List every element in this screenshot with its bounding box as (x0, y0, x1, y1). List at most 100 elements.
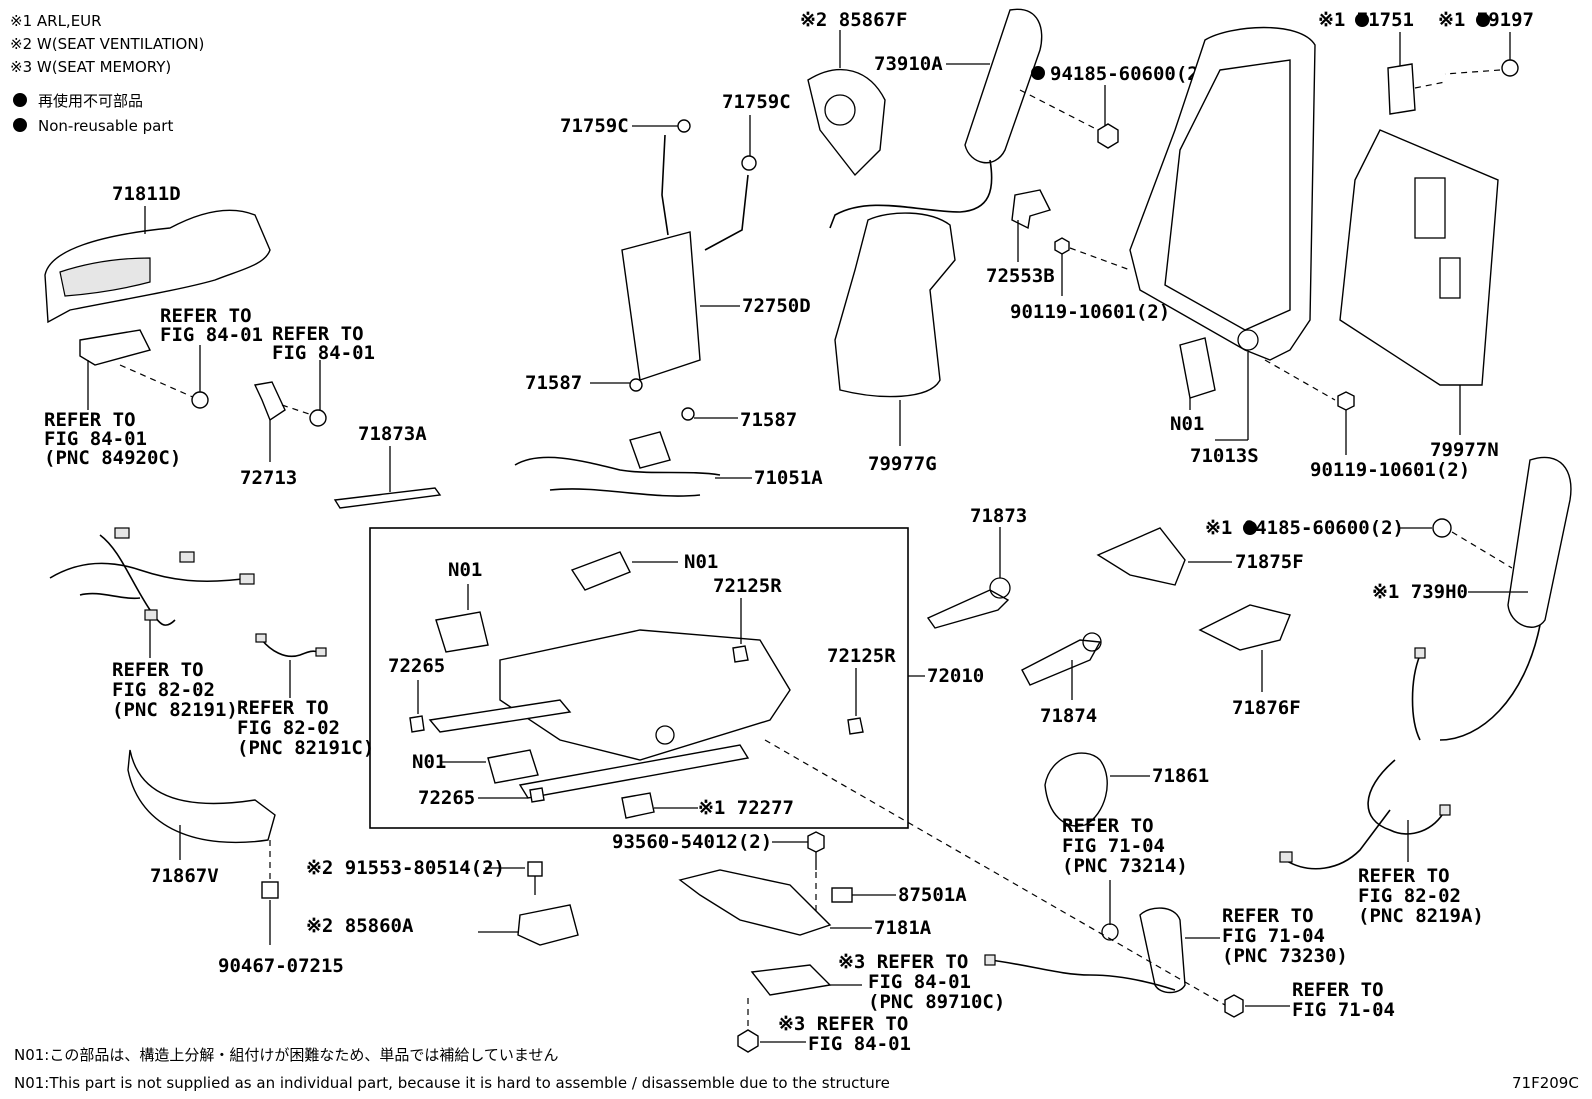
label-79977N: 79977N (1430, 439, 1499, 461)
part-71751[interactable]: ※1 71751 (1318, 9, 1446, 115)
part-85860A[interactable]: ※2 91553-80514(2) ※2 85860A (306, 857, 579, 946)
label-72750D: 72750D (742, 295, 811, 317)
label-71587-b: 71587 (740, 409, 797, 431)
part-71811D[interactable]: 71811D (44, 183, 271, 324)
label-72265-b: 72265 (418, 787, 475, 809)
part-72750D[interactable]: 71759C 71759C 72750D 71587 71587 (525, 91, 811, 431)
legend-note-3: ※3 W(SEAT MEMORY) (10, 58, 171, 76)
part-79977N[interactable]: 79977N (1339, 129, 1499, 461)
part-refer-71-04-nut[interactable]: REFER TO FIG 71-04 (764, 739, 1395, 1021)
part-N01-d[interactable]: N01 (412, 749, 539, 784)
part-72010[interactable]: 72010 (428, 629, 984, 799)
part-wire-8219A[interactable]: REFER TO FIG 82-02 (PNC 8219A) (1279, 647, 1484, 927)
part-90119-10601-a[interactable]: 90119-10601(2) (1010, 237, 1170, 323)
part-93560-54012[interactable]: 93560-54012(2) (612, 831, 825, 870)
label-refer-84-01-a1: REFER TO (160, 305, 252, 327)
part-739H0[interactable]: ※1 739H0 (1372, 456, 1572, 741)
label-72713: 72713 (240, 467, 297, 489)
label-71759C-a: 71759C (560, 115, 629, 137)
label-71873: 71873 (970, 505, 1027, 527)
seat-track-group-box (369, 527, 909, 829)
label-N01-b: N01 (684, 551, 718, 573)
part-72125R-a[interactable]: 72125R (713, 575, 782, 663)
non-reusable-dot-icon (13, 118, 27, 132)
label-refer-82-02-c2: FIG 82-02 (1358, 885, 1461, 907)
part-94185-60600-b[interactable]: ※1 94185-60600(2) (1205, 517, 1513, 569)
part-bolt-84-01[interactable]: ※3 REFER TO FIG 84-01 (737, 998, 911, 1055)
footer-note-en: N01:This part is not supplied as an indi… (14, 1074, 890, 1092)
label-refer-84-01-e1: ※3 REFER TO (778, 1013, 908, 1035)
part-N01-b[interactable]: N01 (570, 551, 718, 591)
label-N01-a: N01 (1170, 413, 1204, 435)
part-N01-a[interactable]: N01 (1170, 337, 1216, 435)
part-71051A[interactable]: 71051A (514, 431, 823, 497)
label-73910A: 73910A (874, 53, 943, 75)
label-91553-80514: ※2 91553-80514(2) (306, 857, 505, 879)
legend-non-reusable-en: Non-reusable part (38, 117, 173, 135)
part-90119-10601-b[interactable]: 90119-10601(2) (1264, 359, 1470, 481)
label-72265-a: 72265 (388, 655, 445, 677)
part-71874[interactable]: 71874 (1021, 632, 1102, 727)
part-79977G[interactable]: 79977G (834, 212, 956, 475)
label-refer-82-02-b3: (PNC 82191C) (237, 737, 374, 759)
part-ecu-89710C[interactable]: ※3 REFER TO FIG 84-01 (PNC 89710C) (750, 951, 1005, 1013)
part-94185-60600-a[interactable]: 94185-60600(2) (1019, 63, 1210, 149)
label-72553B: 72553B (986, 265, 1055, 287)
part-N01-c[interactable]: N01 (435, 559, 489, 653)
part-85867F[interactable]: ※2 85867F (800, 9, 907, 177)
label-refer-71-04-a1: REFER TO (1062, 815, 1154, 837)
non-reusable-dot-icon (1476, 13, 1490, 27)
label-refer-84-01-d2: FIG 84-01 (868, 971, 971, 993)
part-72265-a[interactable]: 72265 (388, 655, 445, 733)
part-87501A[interactable]: 87501A (831, 884, 967, 906)
part-71876F[interactable]: 71876F (1198, 604, 1301, 719)
part-71861[interactable]: 71861 (1044, 752, 1209, 827)
part-79197[interactable]: ※1 79197 (1438, 9, 1534, 77)
part-73910A[interactable]: 73910A (829, 8, 1043, 229)
label-71861: 71861 (1152, 765, 1209, 787)
label-94185-60600-a: 94185-60600(2) (1050, 63, 1210, 85)
part-71873A[interactable]: 71873A (333, 423, 442, 509)
non-reusable-dot-icon (1031, 66, 1045, 80)
part-71867V[interactable]: 71867V 90467-07215 (127, 749, 344, 977)
legend: ※1 ARL,EUR ※2 W(SEAT VENTILATION) ※3 W(S… (10, 12, 204, 135)
part-71873[interactable]: 71873 (926, 505, 1027, 629)
non-reusable-dot-icon (1355, 13, 1369, 27)
part-seat-belt-buckle[interactable]: REFER TO FIG 71-04 (PNC 73230) (984, 905, 1348, 994)
label-93560-54012: 93560-54012(2) (612, 831, 772, 853)
label-72010: 72010 (927, 665, 984, 687)
label-85867F: ※2 85867F (800, 9, 907, 31)
label-739H0: ※1 739H0 (1372, 581, 1468, 603)
label-79977G: 79977G (868, 453, 937, 475)
part-72553B[interactable]: 72553B (986, 189, 1055, 287)
part-seat-switch[interactable]: REFER TO FIG 84-01 REFER TO FIG 84-01 (P… (44, 305, 263, 469)
part-71875F[interactable]: 71875F (1096, 527, 1304, 586)
non-reusable-dot-icon (1243, 521, 1257, 535)
label-refer-84-01-d3: (PNC 89710C) (868, 991, 1005, 1013)
label-refer-71-04-b2: FIG 71-04 (1222, 925, 1325, 947)
part-refer-73214[interactable]: REFER TO FIG 71-04 (PNC 73214) (1062, 815, 1188, 941)
part-7181A[interactable]: 7181A (678, 869, 932, 939)
part-wire-harness-82191[interactable]: REFER TO FIG 82-02 (PNC 82191) (49, 527, 255, 721)
label-85860A: ※2 85860A (306, 915, 414, 937)
label-refer-84-01-c2: FIG 84-01 (44, 428, 147, 450)
label-71013S: 71013S (1190, 445, 1259, 467)
part-72713[interactable]: REFER TO FIG 84-01 72713 (240, 323, 375, 489)
label-71051A: 71051A (754, 467, 823, 489)
label-refer-71-04-c2: FIG 71-04 (1292, 999, 1395, 1021)
part-72125R-b[interactable]: 72125R (827, 645, 896, 735)
part-seatback-frame[interactable]: 71013S (1129, 26, 1316, 468)
part-wire-82191C[interactable]: REFER TO FIG 82-02 (PNC 82191C) (237, 633, 374, 759)
label-71811D: 71811D (112, 183, 181, 205)
label-N01-c: N01 (448, 559, 482, 581)
label-refer-84-01-c3: (PNC 84920C) (44, 447, 181, 469)
part-72265-b[interactable]: 72265 (418, 787, 545, 809)
label-refer-82-02-a2: FIG 82-02 (112, 679, 215, 701)
legend-note-1: ※1 ARL,EUR (10, 12, 102, 30)
label-71875F: 71875F (1235, 551, 1304, 573)
label-refer-82-02-b2: FIG 82-02 (237, 717, 340, 739)
label-refer-71-04-b1: REFER TO (1222, 905, 1314, 927)
label-refer-84-01-b2: FIG 84-01 (272, 342, 375, 364)
part-72277[interactable]: ※1 72277 (621, 792, 794, 819)
